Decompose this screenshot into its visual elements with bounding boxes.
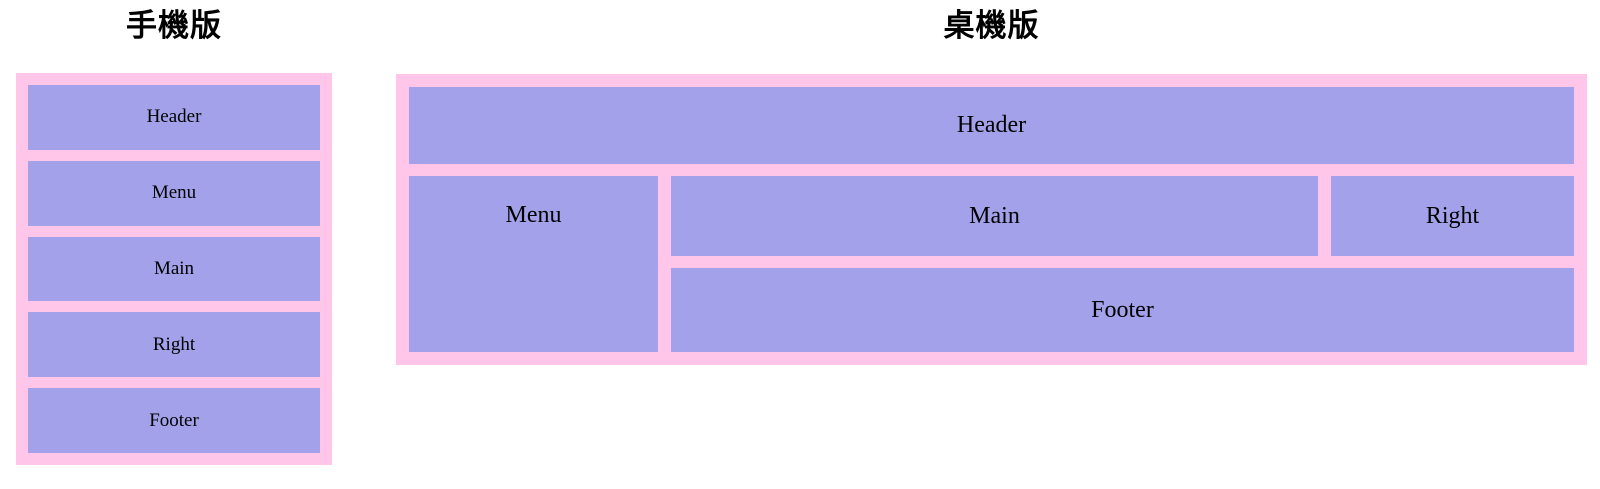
mobile-header-label: Header bbox=[146, 106, 202, 128]
desktop-right-label: Right bbox=[1425, 202, 1480, 229]
desktop-header-label: Header bbox=[956, 112, 1027, 138]
desktop-main-box: Main bbox=[671, 176, 1318, 256]
mobile-right-box: Right bbox=[28, 312, 320, 378]
mobile-header-box: Header bbox=[28, 85, 320, 150]
desktop-menu-box: Menu bbox=[409, 176, 658, 352]
desktop-footer-box: Footer bbox=[671, 268, 1574, 352]
mobile-right-label: Right bbox=[152, 333, 196, 355]
mobile-main-label: Main bbox=[153, 257, 195, 279]
mobile-footer-box: Footer bbox=[28, 388, 320, 453]
desktop-layout-container: Header Menu Main Right Footer bbox=[396, 74, 1587, 365]
mobile-main-box: Main bbox=[28, 236, 320, 302]
desktop-menu-label: Menu bbox=[505, 202, 562, 228]
desktop-right-box: Right bbox=[1331, 176, 1574, 256]
desktop-header-box: Header bbox=[409, 87, 1574, 164]
desktop-main-label: Main bbox=[969, 202, 1020, 229]
mobile-footer-label: Footer bbox=[149, 409, 199, 431]
mobile-version-title: 手機版 bbox=[126, 8, 222, 43]
mobile-menu-box: Menu bbox=[28, 160, 320, 226]
mobile-menu-label: Menu bbox=[151, 182, 197, 204]
desktop-version-title: 桌機版 bbox=[943, 8, 1040, 43]
desktop-footer-label: Footer bbox=[1091, 296, 1154, 323]
mobile-layout-container: Header Menu Main Right Footer bbox=[16, 73, 332, 465]
